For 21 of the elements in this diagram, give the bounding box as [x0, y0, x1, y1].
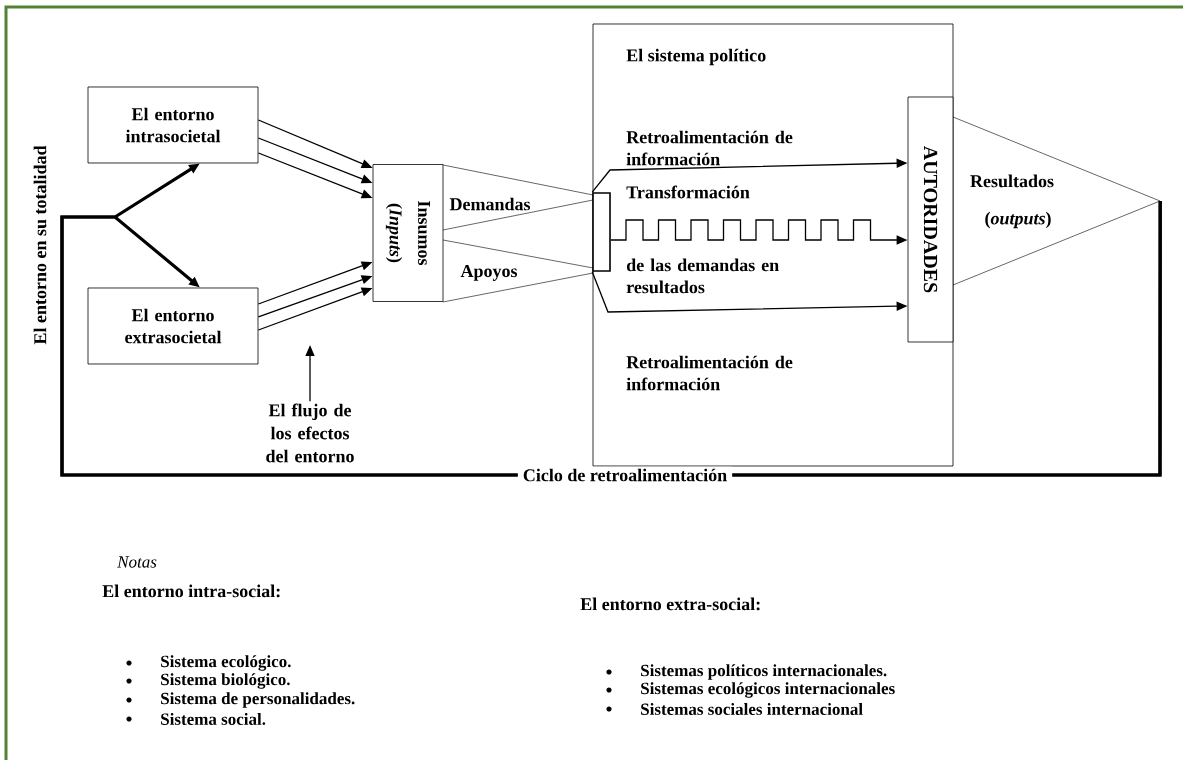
list-item: Sistema social. — [161, 712, 266, 725]
conversion-box — [592, 192, 611, 272]
flow-label: El flujo de los efectos del entorno — [266, 403, 354, 463]
list-item: Sistemas políticos internacionales. — [641, 664, 887, 680]
notes-heading: Notas — [117, 556, 157, 568]
edge-label: Retroalimentación de información — [626, 355, 793, 391]
edge-label: Ciclo de retroalimentación — [517, 466, 733, 484]
list-item: Sistema de personalidades. — [161, 692, 355, 708]
list-item: Sistema biológico. — [161, 673, 290, 689]
text-label: de las demandas en resultados — [626, 258, 779, 294]
list-item: Sistemas sociales internacional — [641, 703, 863, 715]
list-item: Sistemas ecológicos internacionales — [641, 682, 895, 698]
edge-label: Retroalimentación de información — [626, 130, 793, 166]
list-item: Sistema ecológico. — [161, 655, 291, 671]
text-label: Transformación — [626, 185, 750, 199]
environment-box: El entorno extrasocietal — [87, 287, 259, 365]
environment-box: El entorno intrasocietal — [87, 86, 259, 164]
side-label: El entorno en su totalidad — [33, 145, 47, 345]
notes-subheading: El entorno intra-social: — [102, 584, 280, 598]
notes-subheading: El entorno extra-social: — [580, 597, 760, 611]
authorities-box: AUTORIDADES — [907, 96, 954, 343]
